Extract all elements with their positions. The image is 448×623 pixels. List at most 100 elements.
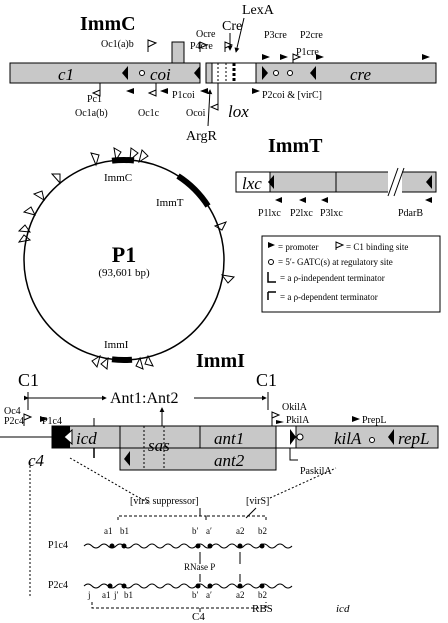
detail-vir-suppressor: [virS suppressor]: [130, 496, 199, 507]
immi-region: ImmI C1 C1 Ant1:Ant2 icd sas ant1 ant2 k…: [0, 350, 439, 598]
label-ocre: Ocre: [196, 29, 216, 40]
legend-promoter-icon: [268, 242, 275, 250]
detail-p2c4: P2c4: [48, 580, 68, 591]
legend-rho-indep: = a ρ-independent terminator: [280, 273, 385, 283]
immc-terminator-4: [310, 66, 316, 80]
site-ap: a′: [206, 526, 212, 536]
site2-bp: b′: [192, 590, 199, 600]
immc-terminator-2: [194, 66, 200, 80]
immc-gatc-1: [139, 70, 145, 76]
detail-virs: [virS]: [246, 496, 269, 507]
protein-lexa: LexA: [242, 3, 275, 18]
detail-icd: icd: [336, 603, 350, 615]
immc-title: ImmC: [80, 13, 136, 35]
legend-box: [261, 235, 441, 313]
plasmid-immi-segment: [111, 356, 133, 364]
label-pc1: Pc1: [87, 94, 102, 105]
site2-a1: a1: [102, 590, 111, 600]
site-bp: b′: [192, 526, 199, 536]
immi-c1-left: C1: [18, 370, 39, 390]
label-p2c4: P2c4: [4, 416, 24, 427]
label-paskila: PaskilA: [300, 466, 332, 477]
gene-kila: kilA: [334, 429, 362, 448]
plasmid-label-immc: ImmC: [104, 172, 132, 184]
legend-c1-site: = C1 binding site: [346, 242, 408, 252]
gene-repl: repL: [398, 429, 430, 448]
gene-ant1: ant1: [214, 429, 244, 448]
legend: = promoter = C1 binding site = 5′- GATC(…: [261, 235, 441, 313]
immi-title: ImmI: [196, 350, 245, 372]
label-oc1ab: Oc1(a)b: [101, 39, 134, 50]
plasmid-size: (93,601 bp): [98, 267, 150, 279]
gene-ant2: ant2: [214, 451, 245, 470]
c1-site-flag: [147, 39, 158, 52]
immc-gatc-3: [287, 70, 293, 76]
gene-cre: cre: [350, 65, 372, 84]
gene-icd: icd: [76, 429, 97, 448]
plasmid-map: ImmC ImmT ImmI P1 (93,601 bp): [17, 147, 236, 370]
plasmid-label-immt: ImmT: [156, 197, 184, 209]
gene-c4: c4: [28, 451, 45, 470]
legend-promoter: = promoter: [278, 242, 318, 252]
gene-coi: coi: [150, 65, 171, 84]
site2-b1: b1: [124, 590, 133, 600]
label-p3cre: P3cre: [264, 30, 287, 41]
lox-label: lox: [228, 102, 249, 121]
label-pkila: PkilA: [286, 415, 310, 426]
site2-b2: b2: [258, 590, 267, 600]
site2-ap: a′: [206, 590, 212, 600]
site-b2: b2: [258, 526, 267, 536]
site-a2: a2: [236, 526, 245, 536]
detail-p1c4: P1c4: [48, 540, 68, 551]
icd-detail: [virS suppressor] [virS] a1 b1 b′ a′ a2 …: [48, 496, 350, 623]
label-p2cre: P2cre: [300, 30, 323, 41]
legend-rho-dep-icon: [267, 291, 276, 300]
protein-argr: ArgR: [186, 129, 218, 144]
plasmid-label-immi: ImmI: [104, 339, 129, 351]
immi-ant-complex: Ant1:Ant2: [110, 390, 178, 407]
label-p1cre: P1cre: [296, 47, 319, 58]
detail-rnase: RNase P: [184, 562, 215, 572]
detail-transcript-p2c4: [83, 583, 293, 589]
site2-jp: j′: [113, 590, 119, 600]
label-oc1c: Oc1c: [138, 108, 160, 119]
immc-bar-left: [9, 62, 201, 84]
legend-rho-dep: = a ρ-dependent terminator: [280, 292, 378, 302]
site2-j: j: [87, 590, 91, 600]
detail-c4: C4: [192, 611, 205, 623]
gene-lxc: lxc: [242, 174, 262, 193]
label-oc4: Oc4: [4, 406, 21, 417]
legend-gatc: = 5′- GATC(s) at regulatory site: [278, 257, 393, 267]
gene-c1: c1: [58, 65, 74, 84]
site2-a2: a2: [236, 590, 245, 600]
label-oc1a-b: Oc1a(b): [75, 108, 108, 119]
plasmid-immc-segment: [111, 156, 135, 164]
protein-cre: Cre: [222, 19, 242, 34]
immc-terminator-3: [262, 66, 268, 80]
label-p2lxc: P2lxc: [290, 208, 313, 219]
label-pdarb: PdarB: [398, 208, 423, 219]
label-ocoi: Ocoi: [186, 108, 206, 119]
plasmid-name: P1: [112, 242, 136, 267]
immi-ant2-bar: [119, 447, 277, 471]
immc-coi-box: [171, 41, 185, 64]
plasmid-immt-segment: [176, 173, 211, 208]
label-p1lxc: P1lxc: [258, 208, 281, 219]
label-p4cre: P4cre: [190, 41, 213, 52]
label-prepl: PrepL: [362, 415, 386, 426]
gene-sas: sas: [148, 436, 170, 455]
legend-rho-indep-icon: [267, 272, 276, 283]
legend-c1site-icon: [335, 241, 345, 250]
immt-title: ImmT: [268, 135, 323, 157]
immc-gatc-2: [273, 70, 279, 76]
label-okila: OkilA: [282, 402, 308, 413]
label-p3lxc: P3lxc: [320, 208, 343, 219]
label-p1coi: P1coi: [172, 90, 195, 101]
legend-gatc-icon: [268, 259, 274, 265]
immi-c1-right: C1: [256, 370, 277, 390]
immc-terminator-1: [122, 66, 128, 80]
detail-rbs: RBS: [252, 603, 273, 615]
detail-transcript-p1c4: [83, 543, 293, 549]
label-p2coi: P2coi & [virC]: [262, 90, 322, 101]
